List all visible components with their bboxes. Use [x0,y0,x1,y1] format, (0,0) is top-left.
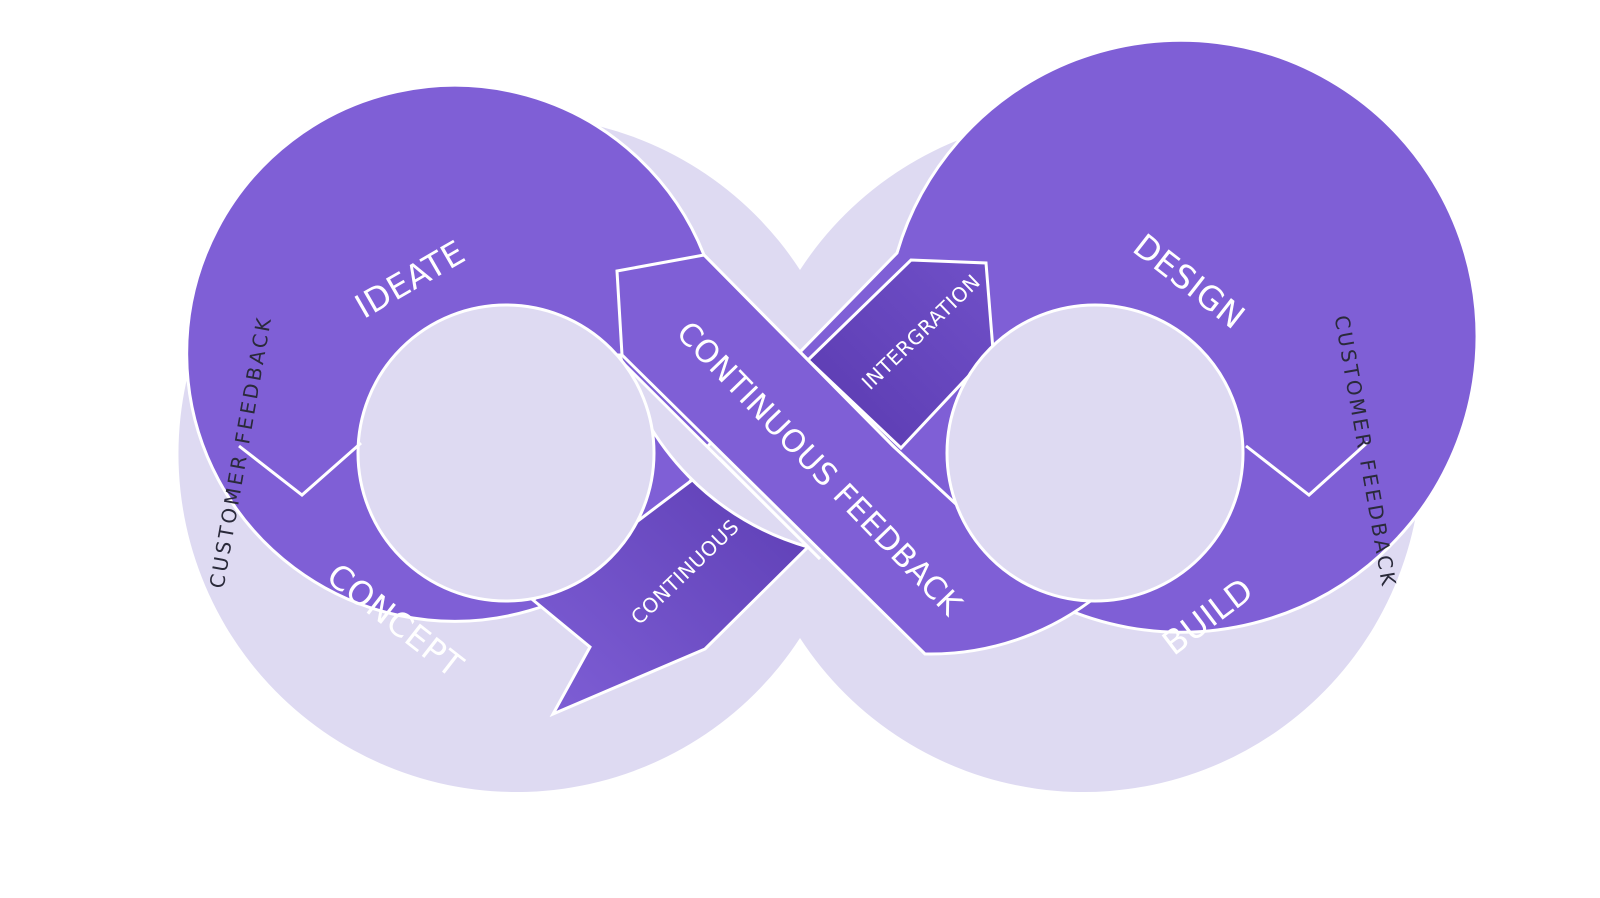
right-hole-circle [945,303,1245,603]
divider-left [238,441,362,497]
integration-segment [805,258,995,451]
left-hole-circle [356,303,656,603]
divider-right [1245,440,1370,497]
